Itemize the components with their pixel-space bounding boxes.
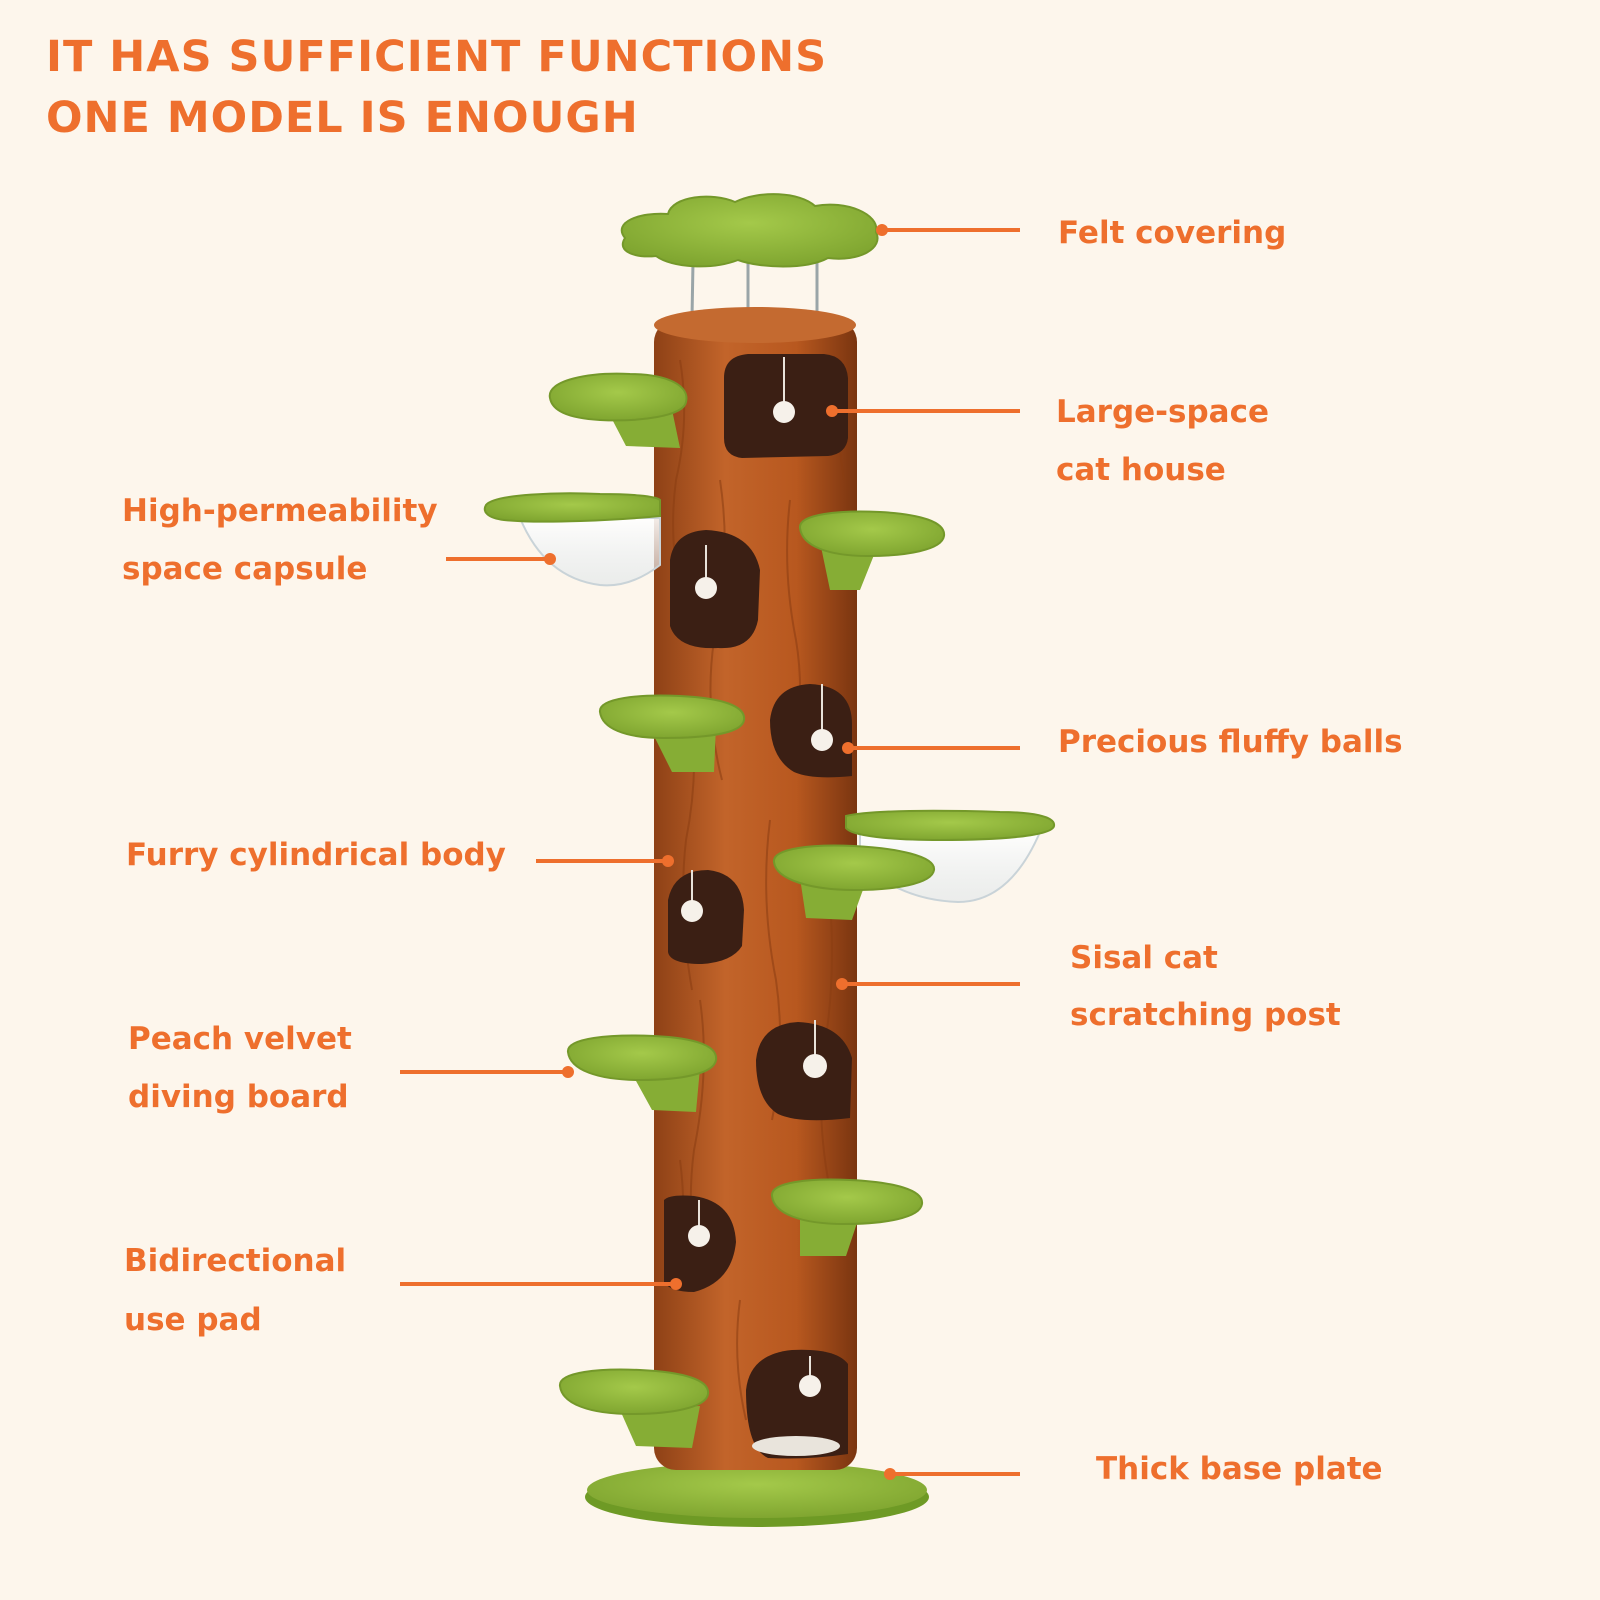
label-peach-velvet-line-1: Peach velvet	[128, 1021, 352, 1057]
cat-house-hole-1	[724, 354, 848, 458]
diving-board-platforms	[548, 372, 946, 1448]
callout-capsule-line	[446, 553, 556, 565]
label-sisal-line-2: scratching post	[1070, 997, 1341, 1033]
cat-house-hole-5	[756, 1020, 852, 1121]
cat-house-hole-6	[664, 1195, 736, 1292]
fluffy-ball	[773, 401, 795, 423]
label-large-space-line-1: Large-space	[1056, 394, 1270, 430]
fluffy-ball	[681, 900, 703, 922]
label-capsule-line-2: space capsule	[122, 551, 368, 587]
fluffy-ball	[688, 1225, 710, 1247]
cat-house-hole-3	[770, 684, 852, 778]
label-felt-covering: Felt covering	[1058, 215, 1287, 251]
label-bidirectional-line-2: use pad	[124, 1302, 262, 1338]
cat-house-hole-2	[670, 530, 760, 649]
callout-bidirectional-line	[400, 1278, 682, 1290]
fluffy-ball	[803, 1054, 827, 1078]
space-capsule-upper	[483, 492, 661, 587]
callout-base-plate-line	[884, 1468, 1020, 1480]
base-plate	[585, 1462, 929, 1527]
label-sisal-line-1: Sisal cat	[1070, 940, 1218, 976]
callout-felt-covering-line	[876, 224, 1020, 236]
callout-large-space-line	[826, 405, 1020, 417]
label-large-space-line-2: cat house	[1056, 452, 1226, 488]
callout-peach-velvet-line	[400, 1066, 574, 1078]
fluffy-ball	[799, 1375, 821, 1397]
label-fluffy-balls: Precious fluffy balls	[1058, 724, 1403, 760]
label-base-plate: Thick base plate	[1096, 1451, 1383, 1487]
cat-house-hole-7	[746, 1349, 848, 1459]
felt-covering-top	[620, 193, 879, 319]
fluffy-ball	[695, 577, 717, 599]
label-furry-body: Furry cylindrical body	[126, 837, 506, 873]
callout-furry-body-line	[536, 855, 674, 867]
label-capsule-line-1: High-permeability	[122, 493, 438, 529]
callout-fluffy-balls-line	[842, 742, 1020, 754]
label-bidirectional-line-1: Bidirectional	[124, 1243, 347, 1279]
headline-line-1: IT HAS SUFFICIENT FUNCTIONS	[46, 32, 828, 82]
label-peach-velvet-line-2: diving board	[128, 1079, 349, 1115]
callout-sisal-line	[836, 978, 1020, 990]
headline-line-2: ONE MODEL IS ENOUGH	[46, 93, 639, 143]
cat-house-hole-4	[668, 870, 744, 964]
fluffy-ball	[811, 729, 833, 751]
